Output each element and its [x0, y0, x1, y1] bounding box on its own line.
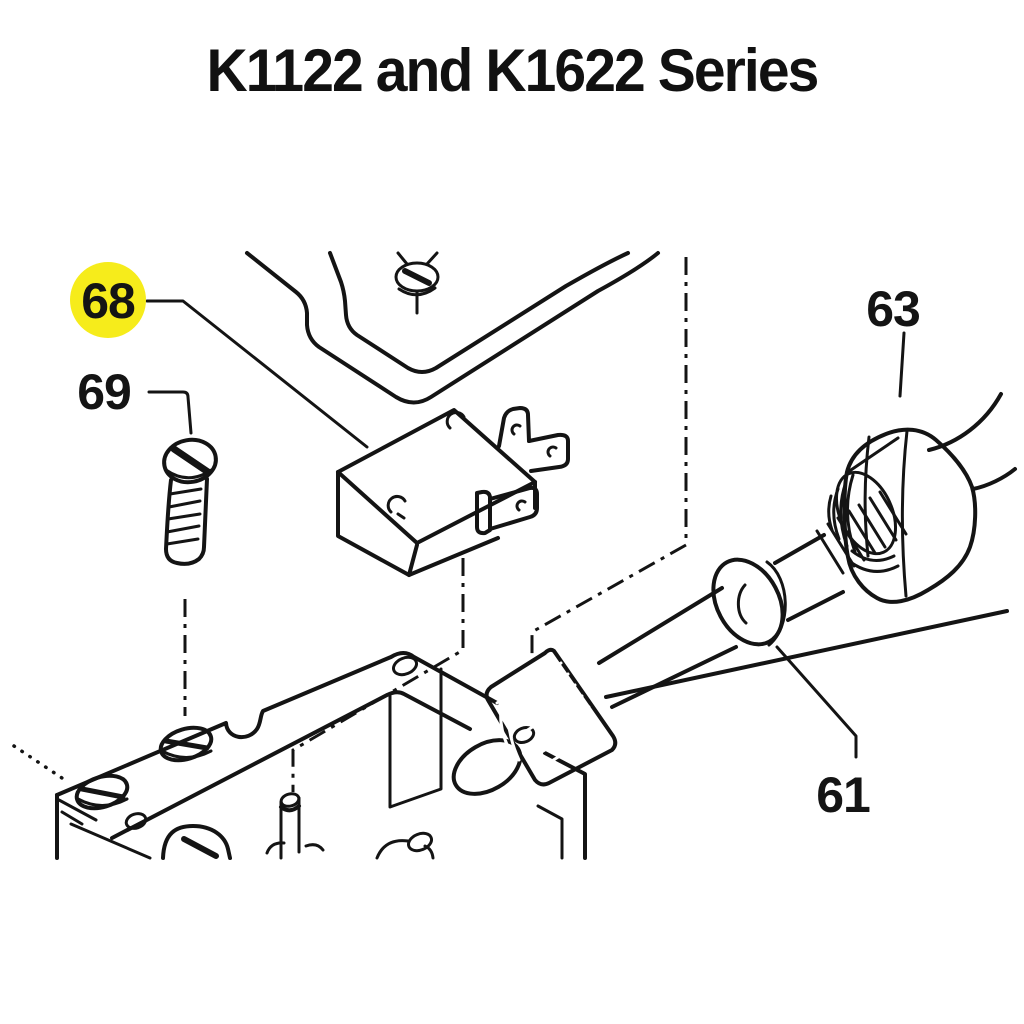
cable-drawing	[927, 392, 1017, 491]
micro-switch-drawing	[291, 406, 570, 792]
callout-61[interactable]: 61	[816, 767, 871, 823]
callout-63[interactable]: 63	[866, 281, 921, 337]
strain-relief-bushing-drawing	[484, 647, 618, 787]
cable-axis-centerline	[530, 257, 688, 662]
recessed-screw-icon	[158, 725, 214, 763]
cover-plate-drawing	[245, 251, 688, 662]
callout-68-highlighted[interactable]: 68	[70, 262, 146, 338]
leader-63	[898, 331, 906, 398]
part-number-69: 69	[77, 364, 131, 420]
spade-terminal-icon	[475, 406, 570, 536]
part-number-63: 63	[866, 281, 920, 337]
gland-nut-drawing	[827, 427, 978, 604]
part-number-61: 61	[816, 767, 870, 823]
clipped-leader-line	[12, 744, 64, 780]
part-number-68: 68	[81, 273, 135, 329]
spacer-ring-drawing	[711, 557, 787, 647]
leader-68	[145, 299, 369, 449]
leader-61	[775, 645, 858, 759]
leader-69	[147, 390, 193, 435]
mounting-screw-drawing	[162, 437, 218, 716]
locator-pin-icon	[265, 792, 325, 860]
shaft-and-cable-assembly-drawing	[597, 392, 1017, 709]
recessed-screw-icon	[74, 773, 130, 811]
callout-69[interactable]: 69	[77, 364, 132, 420]
page-title: K1122 and K1622 Series	[206, 37, 820, 104]
highlight-circle	[70, 262, 146, 338]
cover-screw-icon	[394, 251, 440, 315]
leader-lines	[145, 299, 906, 759]
switch-mount-centerline	[291, 558, 465, 792]
